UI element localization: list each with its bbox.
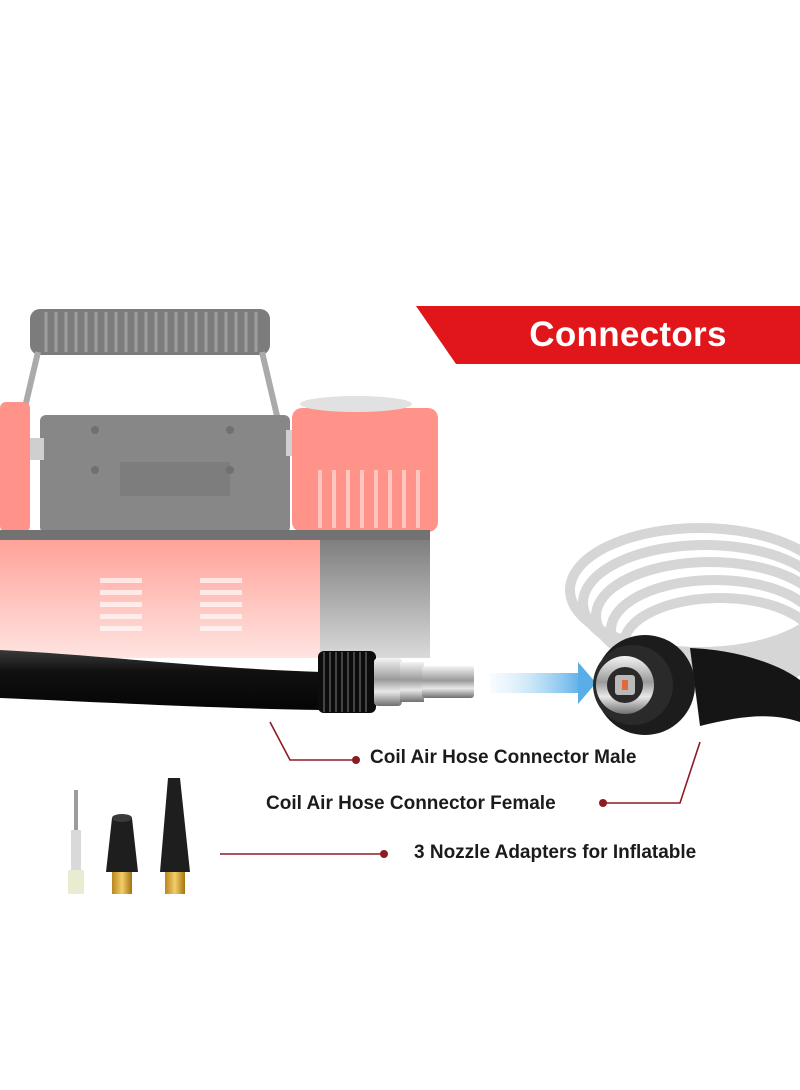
short-cone-adapter <box>106 814 138 894</box>
callout-line-female <box>603 741 701 804</box>
nozzle-adapters <box>68 778 190 894</box>
male-connector-hose <box>0 650 474 713</box>
callout-dots <box>352 756 607 858</box>
needle-adapter <box>68 790 84 894</box>
callout-lines <box>220 721 701 855</box>
label-female-connector: Coil Air Hose Connector Female <box>266 793 556 814</box>
label-male-connector: Coil Air Hose Connector Male <box>370 747 637 768</box>
compressor-handle <box>30 309 270 355</box>
male-plug <box>374 658 402 706</box>
female-connector <box>593 635 800 735</box>
banner-shape <box>416 306 800 364</box>
label-nozzle-adapters: 3 Nozzle Adapters for Inflatable <box>414 842 697 863</box>
handle-arm-right <box>259 351 281 421</box>
cylinder-head-left <box>0 402 30 532</box>
handle-ribs <box>44 312 258 352</box>
air-compressor <box>0 309 438 680</box>
cylinder-head-right <box>292 408 438 532</box>
direction-arrow <box>490 662 596 704</box>
connectors-banner: Connectors <box>416 306 800 364</box>
long-cone-adapter <box>160 778 190 894</box>
banner-title: Connectors <box>529 315 727 354</box>
callout-line-male <box>269 721 355 761</box>
